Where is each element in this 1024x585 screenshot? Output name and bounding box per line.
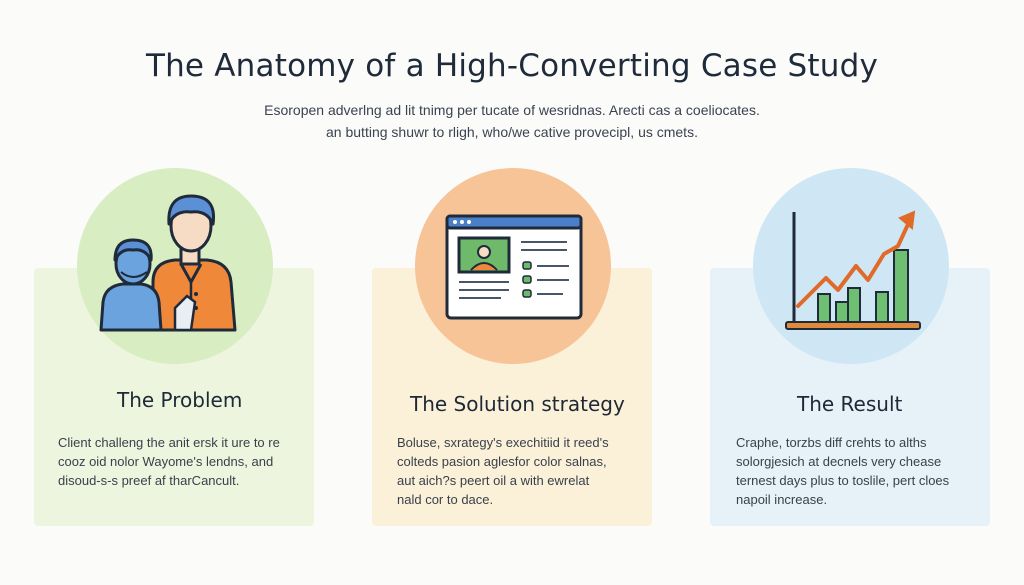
text-line: Craphe, torzbs diff crehts to alths: [736, 435, 927, 450]
subtitle-line: Esoropen adverlng ad lit tnimg per tucat…: [264, 102, 760, 118]
page-subtitle: Esoropen adverlng ad lit tnimg per tucat…: [212, 99, 812, 143]
solution-title: The Solution strategy: [410, 392, 625, 416]
text-line: ternest days plus to toslile, pert cloes: [736, 473, 950, 488]
text-line: colteds pasion aglesfor color salnas,: [397, 454, 607, 469]
text-line: aut aich?s peert oil a with ewrelat: [397, 473, 590, 488]
people-icon: [99, 194, 237, 332]
growth-chart-icon: [785, 210, 921, 330]
text-line: nald cor to dace.: [397, 492, 494, 507]
subtitle-line: an butting shuwr to rligh, who/we cative…: [326, 124, 698, 140]
browser-window-icon: [445, 214, 583, 320]
solution-text: Boluse, sxrategy's exechitiid it reed's …: [397, 433, 609, 509]
text-line: solorgjesich at decnels very chease: [736, 454, 942, 469]
problem-text: Client challeng the anit ersk it ure to …: [58, 433, 280, 490]
text-line: Boluse, sxrategy's exechitiid it reed's: [397, 435, 609, 450]
problem-title: The Problem: [117, 388, 243, 412]
page-title: The Anatomy of a High-Converting Case St…: [145, 48, 879, 84]
result-circle: [753, 168, 949, 364]
text-line: cooz oid nolor Wayome's lendns, and: [58, 454, 274, 469]
result-text: Craphe, torzbs diff crehts to alths solo…: [736, 433, 949, 509]
text-line: disoud-s-s preef af tharCancult.: [58, 473, 240, 488]
result-title: The Result: [797, 392, 903, 416]
text-line: Client challeng the anit ersk it ure to …: [58, 435, 280, 450]
text-line: napoil increase.: [736, 492, 828, 507]
